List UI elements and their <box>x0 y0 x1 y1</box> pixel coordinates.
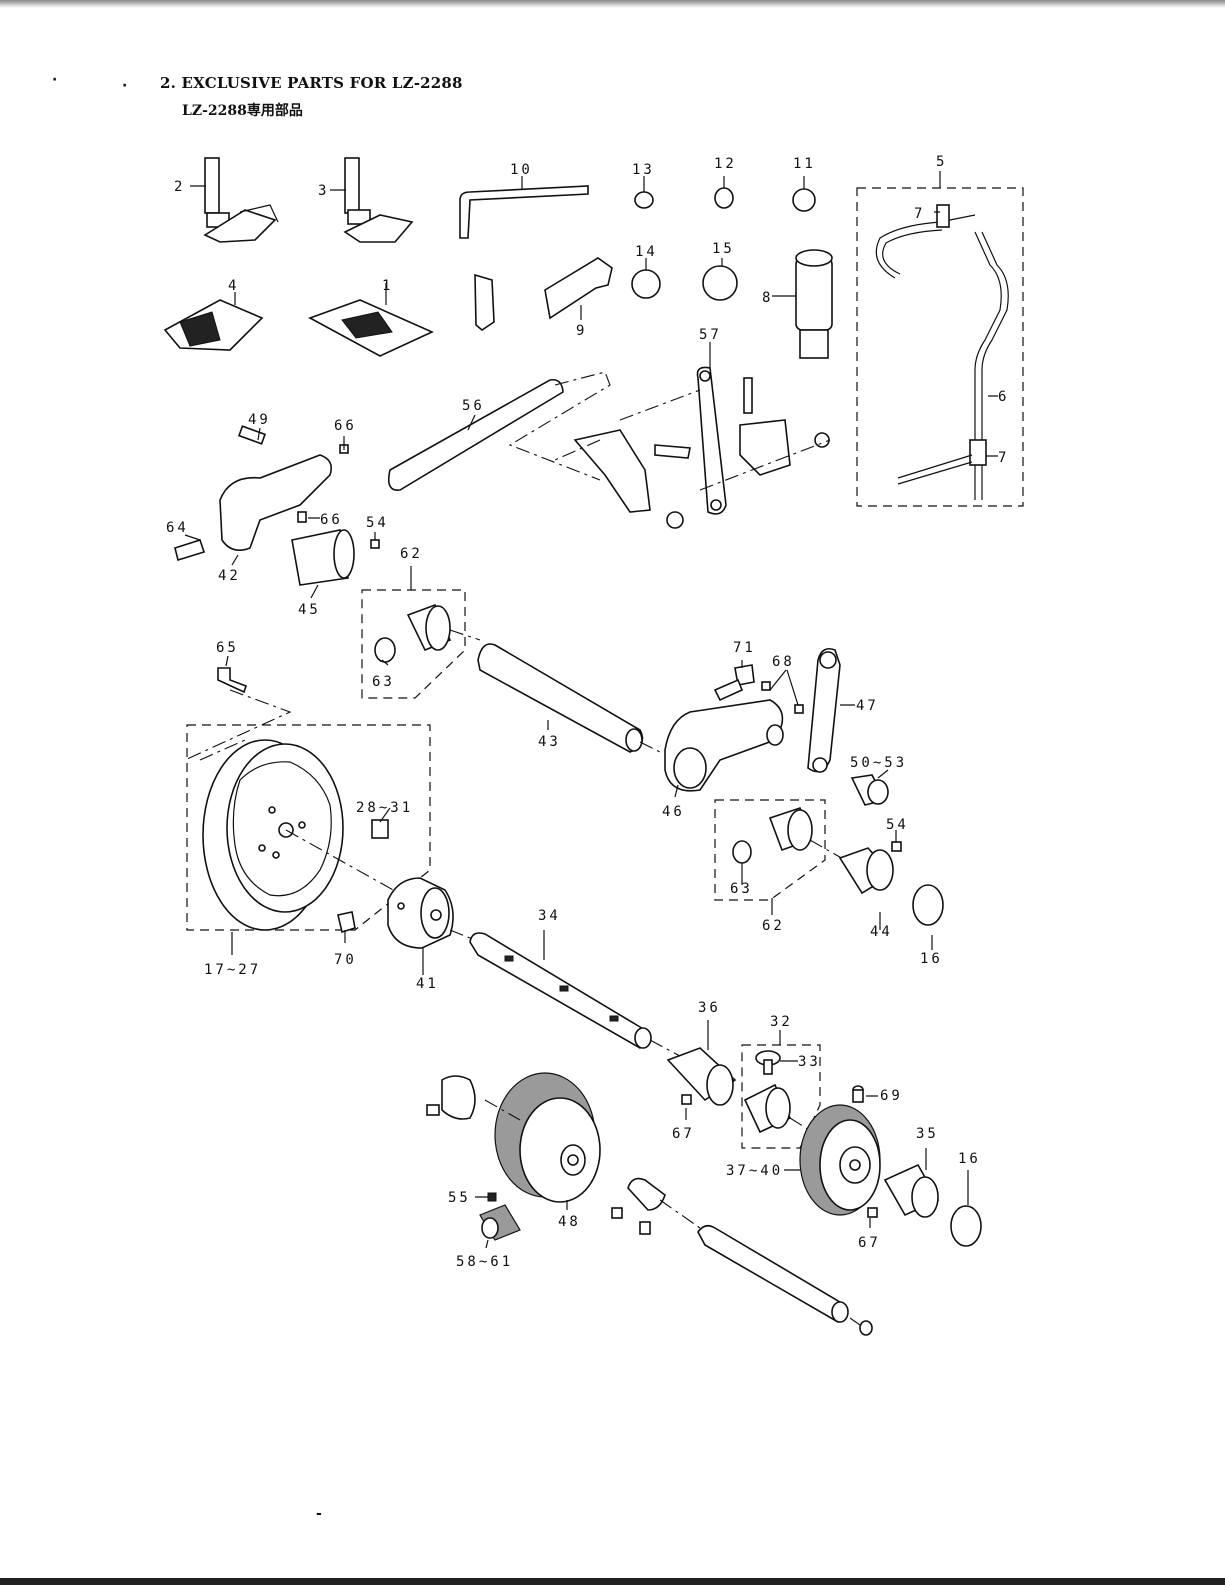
callout-4: 4 <box>228 278 239 294</box>
callout-15: 15 <box>712 241 735 257</box>
callout-1: 1 <box>382 278 393 294</box>
callout-62-upper: 62 <box>400 546 423 562</box>
part-42-arm <box>175 426 379 585</box>
callout-43: 43 <box>538 734 561 750</box>
part-9-gauge <box>545 258 612 318</box>
callout-63-lower: 63 <box>730 881 753 897</box>
callout-66-lower: 66 <box>320 512 343 528</box>
callout-11: 11 <box>793 156 816 172</box>
part-70-screw <box>338 912 355 932</box>
callout-69: 69 <box>880 1088 903 1104</box>
callout-14: 14 <box>635 244 658 260</box>
callout-9: 9 <box>576 323 587 339</box>
cap-15 <box>703 266 737 300</box>
callout-67-left: 67 <box>672 1126 695 1142</box>
callout-2: 2 <box>174 179 185 195</box>
part-3-presser-foot <box>345 158 412 242</box>
part-34-main-shaft <box>470 933 680 1056</box>
part-8-cylinder <box>796 250 832 358</box>
part-44-bushing <box>840 842 901 893</box>
callout-47: 47 <box>856 698 879 714</box>
callout-58-61: 58~61 <box>456 1254 513 1270</box>
callout-7-upper: 7 <box>914 206 925 222</box>
callout-10: 10 <box>510 162 533 178</box>
part-4-feed-dog <box>165 300 262 350</box>
callout-17-27: 17~27 <box>204 962 261 978</box>
callout-55: 55 <box>448 1190 471 1206</box>
cap-12 <box>715 188 733 208</box>
footer-mark: - <box>316 1506 322 1522</box>
callout-42: 42 <box>218 568 241 584</box>
callout-33: 33 <box>798 1054 821 1070</box>
cap-11 <box>793 189 815 211</box>
part-41-collar <box>388 878 475 948</box>
part-69-screw <box>853 1086 863 1102</box>
part-58-61-worm <box>480 1193 520 1240</box>
callout-54-upper: 54 <box>366 515 389 531</box>
callout-28-31: 28~31 <box>356 800 413 816</box>
callout-71: 71 <box>733 640 756 656</box>
callout-12: 12 <box>714 156 737 172</box>
part-2-presser-foot <box>205 158 278 242</box>
callout-36: 36 <box>698 1000 721 1016</box>
part-1-throat-plate <box>310 300 432 356</box>
callout-16-upper: 16 <box>920 951 943 967</box>
callout-35: 35 <box>916 1126 939 1142</box>
callout-37-40: 37~40 <box>726 1163 783 1179</box>
cap-16-upper <box>913 885 943 925</box>
part-48-gear <box>427 1073 600 1202</box>
callout-50-53: 50~53 <box>850 755 907 771</box>
part-47-link <box>808 649 840 772</box>
callout-16-lower: 16 <box>958 1151 981 1167</box>
part-57-bracket <box>698 367 727 513</box>
callout-70: 70 <box>334 952 357 968</box>
part-46-arm <box>665 682 803 791</box>
callout-46: 46 <box>662 804 685 820</box>
callout-32: 32 <box>770 1014 793 1030</box>
callout-13: 13 <box>632 162 655 178</box>
callout-45: 45 <box>298 602 321 618</box>
part-10-hex-wrench <box>460 186 588 238</box>
part-37-40-gear <box>800 1105 880 1215</box>
callout-6: 6 <box>998 389 1009 405</box>
callout-62-lower: 62 <box>762 918 785 934</box>
bottom-border <box>0 1578 1225 1585</box>
callout-66-upper: 66 <box>334 418 357 434</box>
callout-56: 56 <box>462 398 485 414</box>
cap-13 <box>635 192 653 208</box>
callout-49: 49 <box>248 412 271 428</box>
callout-41: 41 <box>416 976 439 992</box>
callout-44: 44 <box>870 924 893 940</box>
gauge-link <box>475 275 494 330</box>
cap-16-lower <box>951 1206 981 1246</box>
part-50-53-bushing <box>852 775 888 805</box>
callout-63-upper: 63 <box>372 674 395 690</box>
bracket-arm <box>555 378 830 528</box>
callout-48: 48 <box>558 1214 581 1230</box>
part-71-screw <box>715 665 754 700</box>
cap-14 <box>632 270 660 298</box>
callout-7-lower: 7 <box>998 450 1009 466</box>
callout-3: 3 <box>318 183 329 199</box>
callout-8: 8 <box>762 290 773 306</box>
callout-64: 64 <box>166 520 189 536</box>
callout-57: 57 <box>699 327 722 343</box>
part-43-shaft <box>478 644 660 752</box>
callout-67-right: 67 <box>858 1235 881 1251</box>
part-36-bushing <box>668 1048 735 1105</box>
callout-5: 5 <box>936 154 947 170</box>
callout-34: 34 <box>538 908 561 924</box>
callout-54-lower: 54 <box>886 817 909 833</box>
callout-68: 68 <box>772 654 795 670</box>
callout-65: 65 <box>216 640 239 656</box>
part-56-rod <box>389 372 610 490</box>
